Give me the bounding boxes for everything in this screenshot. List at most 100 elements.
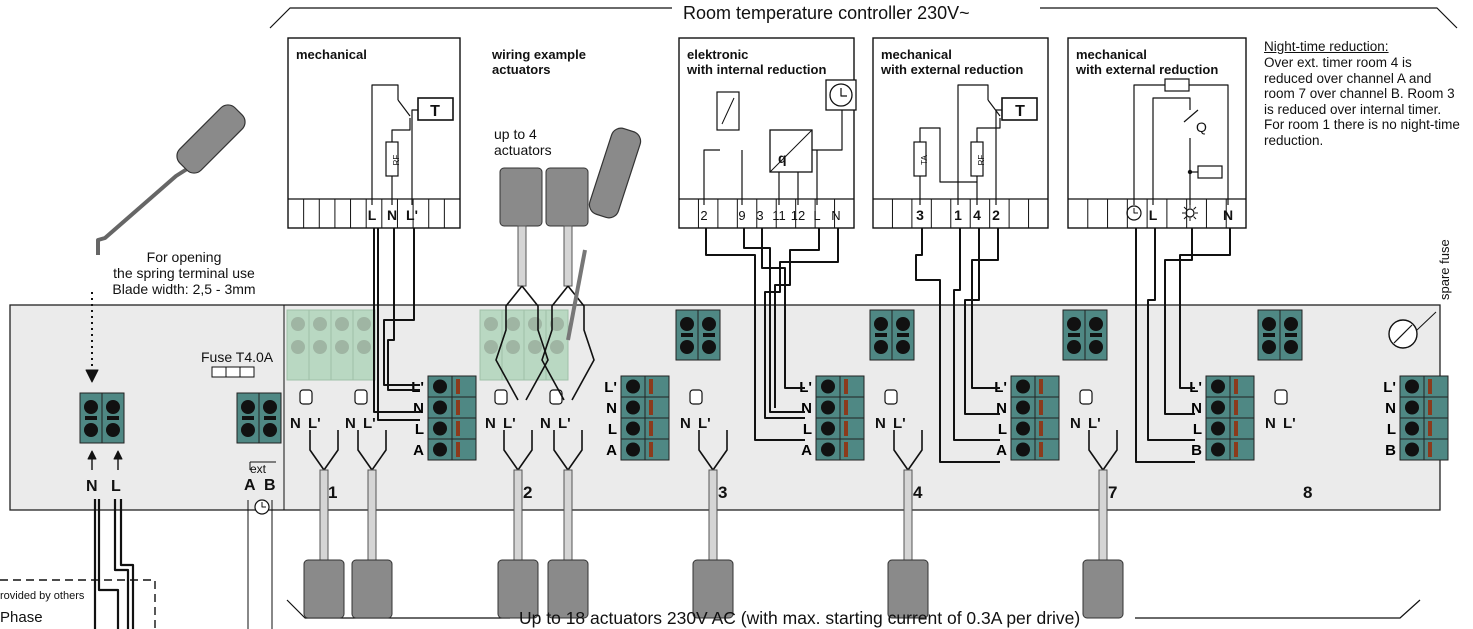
controller-2-module-label: q: [778, 150, 787, 166]
room-7-actuator-block-screw-bot-1: [1089, 340, 1103, 354]
room-3-terminal-clip-1: [839, 396, 865, 419]
room-3-terminal-screw-0: [821, 379, 835, 394]
footer-bracket-left: [286, 599, 510, 619]
room-7-terminal-screw-3: [1211, 442, 1225, 457]
power-l-label: L: [111, 478, 121, 495]
controller-4-sun-ray-5: [1193, 216, 1197, 220]
room-4-terminal-contact-1: [1039, 400, 1043, 415]
room-1-light-block-bot-2: [335, 340, 349, 354]
ext-terminal-slot-0: [242, 416, 254, 420]
room-7-terminal-clip-1: [1229, 396, 1255, 419]
controller-2-title: elektronic with internal reduction: [687, 47, 827, 77]
room-2-actuator-a-cable: [513, 469, 523, 566]
night-note-text: Over ext. timer room 4 is reduced over c…: [1264, 55, 1460, 148]
room-3-terminal-label-3: A: [801, 442, 812, 459]
controller-4-switch-blade: [1183, 109, 1199, 123]
room-7-actuator-cable: [1098, 469, 1108, 566]
actuator-socket-2-n-label: N: [485, 415, 496, 432]
room-1-terminal-screw-1: [433, 400, 447, 415]
controller-3-terminal-3: 2: [992, 207, 1000, 223]
room-1-actuator-a-body: [303, 559, 345, 619]
room-2-number: 2: [523, 483, 533, 502]
room-7-terminal-screw-0: [1211, 379, 1225, 394]
controller-3-ta-link: [919, 127, 978, 183]
room-1-light-block-top-1: [313, 317, 327, 331]
wire-room1-L: [373, 228, 420, 413]
room-4-actuator-block-slot-0: [875, 333, 887, 337]
controller-2-terminal-6: N: [831, 208, 840, 223]
wire-room4-4: [964, 228, 1000, 415]
room-7-terminal-screw-1: [1211, 400, 1225, 415]
controller-1-sensor-box: [417, 97, 454, 121]
controller-1-terminal-2: L': [406, 207, 418, 223]
room-8-terminal-label-0: L': [1383, 379, 1396, 396]
actuator-socket-4-l-label: L': [698, 415, 711, 432]
controller-4-sun-ray-7: [1193, 206, 1197, 210]
room-1-terminal-label-1: N: [413, 400, 424, 417]
controller-1-title: mechanical: [296, 47, 367, 62]
room-4-actuator-block-screw-bot-0: [874, 340, 888, 354]
provided-by-others-box: [0, 579, 156, 629]
controller-2-terminal-3: 11: [772, 208, 786, 223]
room-2-actuator-a-body: [497, 559, 539, 619]
room-8-terminal-clip-3: [1423, 438, 1449, 461]
header-bracket-left: [269, 7, 672, 29]
room-1-terminal-label-0: L': [411, 379, 424, 396]
room-8-actuator-block-screw-top-0: [1262, 317, 1276, 331]
wire-room4-1: [953, 228, 1000, 441]
room-7-number: 7: [1108, 483, 1118, 502]
screwdriver-right-handle: [588, 127, 642, 219]
power-terminal-screw-top-1: [106, 400, 120, 414]
wire-room7-N: [1179, 228, 1231, 389]
room-7-terminal-label-0: L': [1189, 379, 1202, 396]
room-1-terminal-screw-0: [433, 379, 447, 394]
controller-4-top-line: [1133, 84, 1165, 205]
room-8-terminal-screw-3: [1405, 442, 1419, 457]
room-3-actuator-body: [692, 559, 734, 619]
wire-room3-9: [743, 228, 805, 413]
example-actuator-a-lead-right: [521, 285, 549, 401]
room-8-terminal-clip-1: [1423, 396, 1449, 419]
actuator-socket-5-n-label: N: [875, 415, 886, 432]
controller-1-terminal-0: L: [368, 207, 377, 223]
room-2-terminal-contact-2: [649, 421, 653, 436]
wire-room7-clock: [1135, 228, 1195, 463]
ext-label: ext: [250, 462, 267, 476]
room-3-number: 3: [718, 483, 728, 502]
actuator-socket-7-tab: [1274, 389, 1288, 405]
room-2-light-block-top-3: [550, 317, 564, 331]
controller-1-switch-line: [371, 84, 399, 205]
room-1-actuator-b-cable: [367, 469, 377, 566]
room-3-terminal-clip-0: [839, 375, 865, 398]
room-2-light-block-bot-2: [528, 340, 542, 354]
actuator-socket-7-n-label: N: [1265, 415, 1276, 432]
room-8-actuator-block-slot-1: [1285, 333, 1297, 337]
room-1-terminal-screw-3: [433, 442, 447, 457]
controller-2-relay-diag: [721, 97, 735, 125]
room-1-terminal-clip-0: [451, 375, 477, 398]
room-3-actuator-block-slot-1: [703, 333, 715, 337]
controller-4-sun-ray-6: [1183, 216, 1187, 220]
room-3-terminal-contact-2: [844, 421, 848, 436]
room-2-terminal: L'NLA: [604, 375, 670, 461]
controller-2-terminal-1: 9: [738, 208, 745, 223]
room-3-actuator-block-screw-bot-0: [680, 340, 694, 354]
controller-4-resistor-top: [1164, 78, 1190, 92]
room-1-light-block-top-0: [291, 317, 305, 331]
controller-4-terminal-N: N: [1223, 207, 1233, 223]
room-1-terminal-contact-2: [456, 421, 460, 436]
power-n-label: N: [86, 478, 98, 495]
room-7-terminal: L'NLB: [1189, 375, 1255, 461]
ext-terminal-screw-top-1: [263, 400, 277, 414]
example-actuator-b-lead-right: [567, 285, 595, 401]
footer-bracket-right: [1135, 599, 1421, 619]
actuator-socket-7-l-label: L': [1283, 415, 1296, 432]
ext-terminal-screw-top-0: [241, 400, 255, 414]
controller-2-module-diag: [769, 129, 813, 173]
power-terminal-slot-1: [107, 416, 119, 420]
controller-4-box: [1067, 37, 1247, 229]
screwdriver-right-shaft: [566, 249, 587, 341]
room-8-actuator-block-screw-top-1: [1284, 317, 1298, 331]
room-4-terminal-contact-0: [1039, 379, 1043, 394]
room-1-terminal: L'NLA: [411, 375, 477, 461]
